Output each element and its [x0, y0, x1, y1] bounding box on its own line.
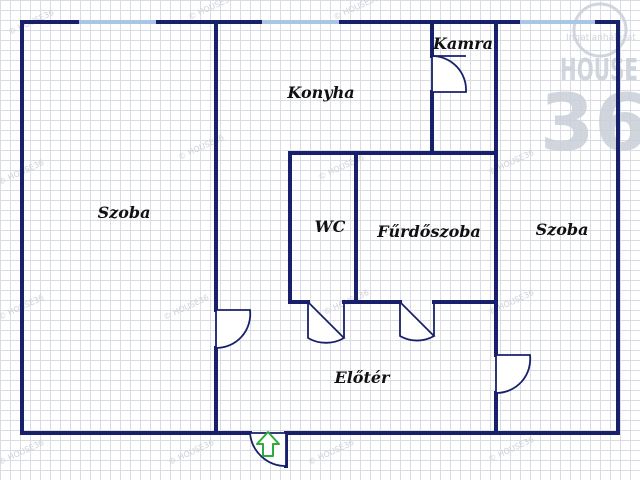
door-kamra: [431, 55, 467, 93]
door-szoba-right: [495, 354, 532, 394]
watermark-12: © HOUSE36: [0, 438, 45, 467]
watermark-14: © HOUSE36: [307, 438, 355, 467]
watermark-15: © HOUSE36: [487, 435, 535, 464]
room-label-szoba-right: Szoba: [536, 220, 589, 239]
watermark-6: © HOUSE36: [317, 153, 365, 182]
room-label-eloter: Előtér: [334, 368, 392, 387]
entrance-arrow-icon: [256, 431, 280, 457]
watermark-3: © HOUSE36: [332, 0, 380, 22]
door-szoba-left: [215, 309, 252, 349]
watermark-13: © HOUSE36: [167, 438, 215, 467]
room-label-szoba-left: Szoba: [98, 203, 151, 222]
door-wc: [307, 299, 346, 344]
watermark-2: © HOUSE36: [187, 0, 235, 22]
logo-small-text: Ingatlanhálózat: [566, 32, 636, 43]
room-label-wc: WC: [315, 217, 346, 236]
watermark-9: © HOUSE36: [162, 293, 210, 322]
room-label-furdoszoba: Fűrdőszoba: [376, 222, 481, 241]
room-labels: Szoba Konyha Kamra WC Fűrdőszoba Szoba E…: [98, 34, 589, 387]
logo-number: 36: [540, 79, 640, 169]
door-furdoszoba: [399, 299, 436, 342]
room-label-konyha: Konyha: [286, 83, 354, 102]
doors: [215, 55, 532, 467]
room-label-kamra: Kamra: [432, 34, 493, 53]
logo-big-text: HOUSE: [560, 53, 638, 88]
watermark-5: © HOUSE36: [177, 133, 225, 162]
house36-logo: Ingatlanhálózat HOUSE 36: [540, 2, 640, 169]
logo-ring: [572, 2, 628, 58]
